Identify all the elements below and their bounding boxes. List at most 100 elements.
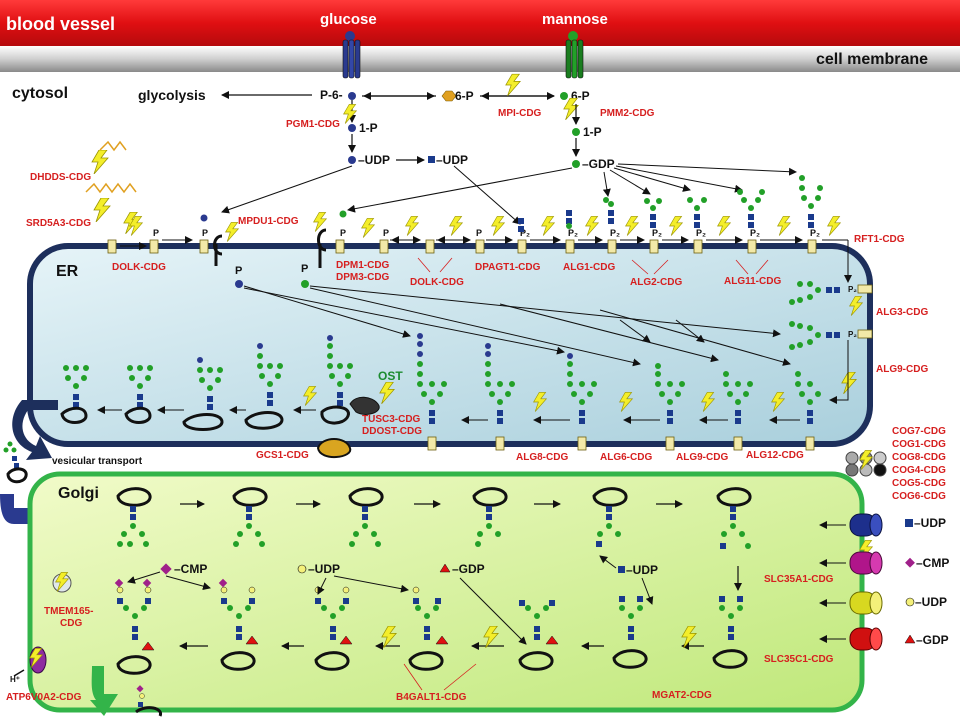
udp-transport-label: –UDP <box>914 516 946 530</box>
er-bottom-anchors <box>427 436 815 451</box>
alg9-cdg-a-label: ALG9-CDG <box>876 364 928 375</box>
glucose-transporter <box>342 31 361 79</box>
udp-glucose-label: –UDP <box>358 153 390 167</box>
golgi-label: Golgi <box>58 485 99 502</box>
svg-text:P₂: P₂ <box>810 228 820 238</box>
mannose-transporter <box>565 31 584 79</box>
lightning-icon <box>93 198 111 222</box>
udp-glcnac-golgi-label: –UDP <box>626 563 658 577</box>
slc35c1-cdg-label: SLC35C1-CDG <box>764 654 834 665</box>
er-lipid-linked-glycans <box>417 333 821 424</box>
cog4-cdg-label: COG4-CDG <box>892 465 946 476</box>
udp-glcnac-label: –UDP <box>436 153 468 167</box>
er-top-anchors <box>107 239 817 254</box>
gcs1-cdg-label: GCS1-CDG <box>256 450 309 461</box>
lightning-icon <box>91 150 109 174</box>
cog5-cdg-label: COG5-CDG <box>892 478 946 489</box>
lightning-icon <box>505 73 521 97</box>
er-label: ER <box>56 263 79 280</box>
svg-text:P₂: P₂ <box>848 285 857 294</box>
vesicle-cargo <box>3 441 28 484</box>
fructose-6p-label: 6-P <box>455 89 474 103</box>
cell-membrane-label: cell membrane <box>816 51 928 68</box>
lightning-icon <box>343 104 357 124</box>
pmm2-cdg-label: PMM2-CDG <box>600 108 655 119</box>
dolk-cdg-label: DOLK-CDG <box>112 262 166 273</box>
alg8-cdg-label: ALG8-CDG <box>516 452 568 463</box>
alg9-cdg-b-label: ALG9-CDG <box>676 452 728 463</box>
svg-text:P₂: P₂ <box>568 228 578 238</box>
mannose-1p-label: 1-P <box>583 125 602 139</box>
alg11-cdg-label: ALG11-CDG <box>724 276 781 287</box>
cmp-sialic-label: –CMP <box>174 562 207 576</box>
cog1-cdg-label: COG1-CDG <box>892 439 946 450</box>
vesicular-transport-label: vesicular transport <box>52 456 143 467</box>
er-right-glycans <box>789 281 840 350</box>
svg-text:P₂: P₂ <box>750 228 760 238</box>
mannose-label: mannose <box>542 11 608 28</box>
svg-text:P: P <box>476 228 482 238</box>
svg-text:H⁺: H⁺ <box>10 675 20 684</box>
ost-label: OST <box>378 369 403 383</box>
mpdu1-flippase <box>213 234 223 266</box>
glycolysis-label: glycolysis <box>138 87 206 103</box>
dpagt1-cdg-label: DPAGT1-CDG <box>475 262 541 273</box>
srd5a3-cdg-label: SRD5A3-CDG <box>26 218 91 229</box>
tmem165-label-b: CDG <box>60 618 82 629</box>
pgm1-cdg-label: PGM1-CDG <box>286 119 340 130</box>
golgi-exit-arrow <box>90 666 118 716</box>
gdp-mannose-label: –GDP <box>582 157 615 171</box>
fructose-6p-icon <box>441 90 457 102</box>
cell-membrane-band <box>0 46 960 72</box>
golgi-top-glycoproteins <box>116 487 752 549</box>
tmem165-label-a: TMEM165- <box>44 606 93 617</box>
udp-gal-label: –UDP <box>308 562 340 576</box>
ost-protein-coil <box>316 438 352 458</box>
er-top-p-labels: P P P P P P₂ P₂ P₂ P₂ P₂ P₂ P₂ <box>153 228 820 238</box>
er-top-glycans <box>200 175 823 232</box>
svg-text:P: P <box>301 263 308 275</box>
svg-text:P₂: P₂ <box>610 228 620 238</box>
rft1-cdg-label: RFT1-CDG <box>854 234 905 245</box>
atp6v0a2-pump: H⁺ <box>10 646 47 684</box>
mpdu1-cdg-label: MPDU1-CDG <box>238 216 299 227</box>
dpm3-cdg-label: DPM3-CDG <box>336 272 390 283</box>
cog7-cdg-label: COG7-CDG <box>892 426 946 437</box>
cog8-cdg-label: COG8-CDG <box>892 452 946 463</box>
mpi-cdg-label: MPI-CDG <box>498 108 542 119</box>
svg-text:P: P <box>340 228 346 238</box>
golgi-transporters <box>849 513 883 651</box>
ost-complex <box>349 396 380 415</box>
dolk-cdg-mid-label: DOLK-CDG <box>410 277 464 288</box>
svg-text:P: P <box>383 228 389 238</box>
cytosol-label: cytosol <box>12 85 68 102</box>
cog-complex <box>845 450 887 477</box>
secreted-glycoprotein <box>135 685 163 717</box>
svg-text:P₂: P₂ <box>848 330 857 339</box>
alg12-cdg-label: ALG12-CDG <box>746 450 804 461</box>
mgat2-cdg-label: MGAT2-CDG <box>652 690 712 701</box>
atp6v0a2-cdg-label: ATP6V0A2-CDG <box>6 692 82 703</box>
alg1-cdg-label: ALG1-CDG <box>563 262 615 273</box>
rft1-flippase <box>317 228 327 268</box>
ddost-cdg-label: DDOST-CDG <box>362 426 422 437</box>
gdp-transport-label: –GDP <box>916 633 949 647</box>
dhdds-cdg-label: DHDDS-CDG <box>30 172 91 183</box>
golgi-compartment <box>27 471 865 713</box>
udp-gal-transport-label: –UDP <box>915 595 947 609</box>
slc35a1-cdg-label: SLC35A1-CDG <box>764 574 834 585</box>
cog6-cdg-label: COG6-CDG <box>892 491 946 502</box>
svg-text:P: P <box>235 265 242 277</box>
svg-text:P: P <box>153 228 159 238</box>
blood-vessel-label: blood vessel <box>6 14 115 34</box>
blood-vessel-band <box>0 0 960 46</box>
svg-text:P₂: P₂ <box>652 228 662 238</box>
alg3-cdg-label: ALG3-CDG <box>876 307 928 318</box>
svg-text:P₂: P₂ <box>696 228 706 238</box>
glucose-6p-label: P-6- <box>320 88 343 102</box>
glucose-label: glucose <box>320 11 377 28</box>
er-protein-glycans <box>60 335 353 431</box>
cmp-transport-label: –CMP <box>916 556 949 570</box>
svg-text:P: P <box>202 228 208 238</box>
